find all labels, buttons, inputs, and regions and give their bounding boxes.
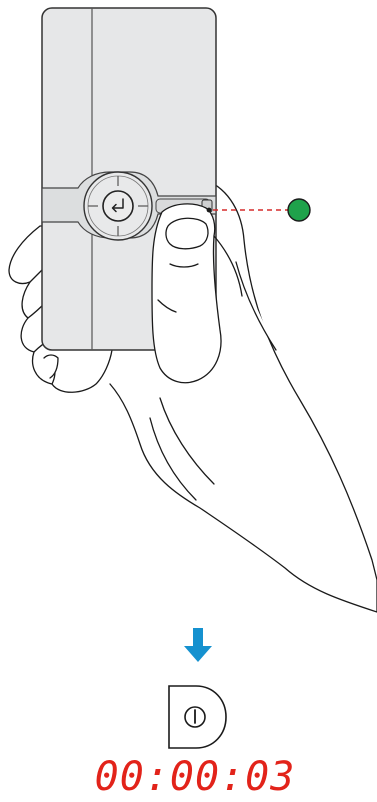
thumbnail	[165, 217, 209, 250]
power-icon	[184, 706, 206, 728]
power-button-dot	[206, 207, 212, 213]
power-button-graphic	[168, 685, 227, 749]
enter-button[interactable]	[102, 190, 134, 222]
down-arrow-icon	[184, 628, 212, 662]
status-light-icon	[287, 198, 311, 222]
enter-return-icon	[111, 198, 124, 213]
hold-timer: 00:00:03	[95, 754, 296, 800]
power-indicator	[206, 198, 311, 222]
